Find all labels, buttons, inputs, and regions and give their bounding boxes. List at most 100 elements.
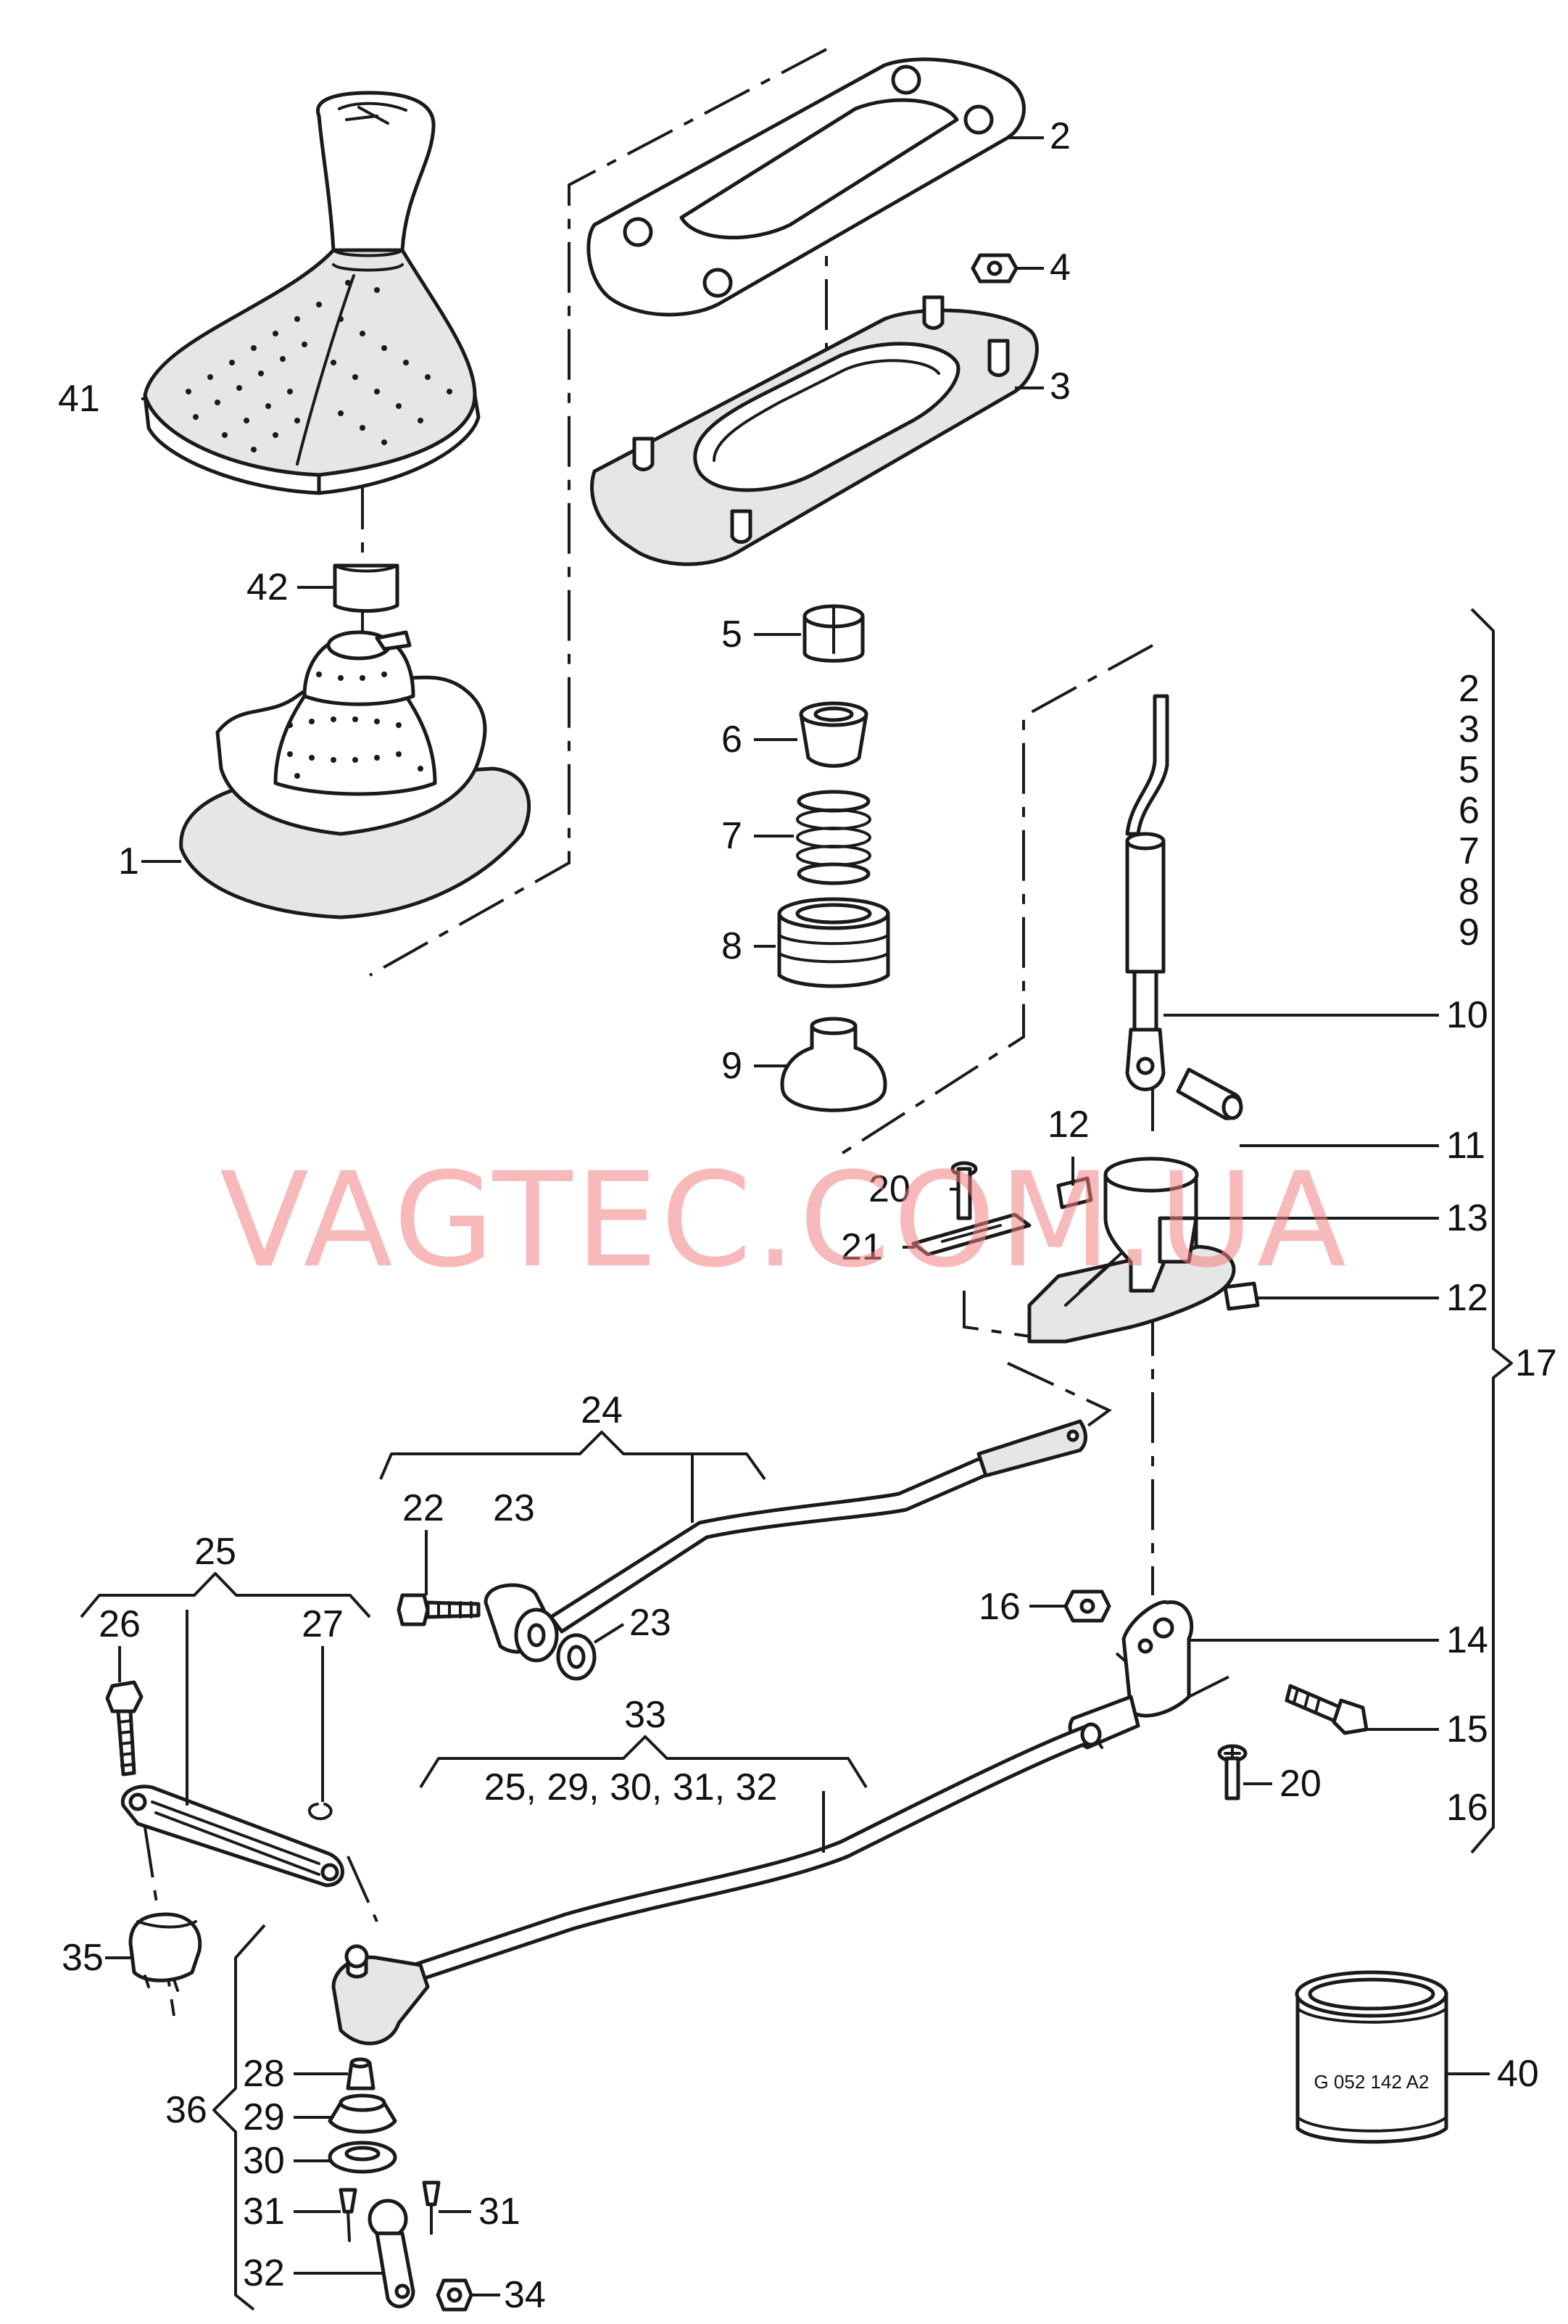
bushing-6 xyxy=(799,701,868,768)
label-21: 21 xyxy=(841,1226,883,1268)
gasket-2 xyxy=(586,57,1026,317)
shift-rod-24 xyxy=(549,1419,1087,1634)
seal-ring-8 xyxy=(777,897,890,988)
group-33-bracket xyxy=(419,1735,868,1789)
label-26: 26 xyxy=(99,1603,141,1645)
label-14: 14 xyxy=(1446,1619,1488,1661)
label-31-left: 31 xyxy=(243,2191,285,2233)
can-stamp: G 052 142 A2 xyxy=(1314,2071,1429,2093)
spring-7 xyxy=(796,790,871,885)
label-15: 15 xyxy=(1446,1708,1488,1750)
pin-31-left xyxy=(339,2188,357,2242)
group-17-item: 5 xyxy=(1459,749,1480,791)
label-10: 10 xyxy=(1446,994,1488,1036)
label-33: 33 xyxy=(624,1694,666,1736)
label-8: 8 xyxy=(721,925,742,967)
leader-lines xyxy=(105,136,1490,2296)
label-1: 1 xyxy=(118,840,139,882)
assembly-boundary-right xyxy=(832,644,1153,1160)
bolt-15 xyxy=(1285,1684,1369,1735)
screw-20-upper xyxy=(950,1161,978,1220)
label-35: 35 xyxy=(62,1937,104,1979)
shift-housing-13 xyxy=(1027,1157,1236,1344)
plate-21 xyxy=(911,1212,1032,1257)
screw-20-lower xyxy=(1217,1744,1248,1800)
label-28: 28 xyxy=(243,2053,285,2095)
label-41: 41 xyxy=(58,378,100,420)
group-17-item: 3 xyxy=(1459,708,1480,750)
washer-23 xyxy=(556,1633,597,1681)
label-24: 24 xyxy=(581,1389,623,1431)
label-22: 22 xyxy=(402,1487,444,1529)
label-2: 2 xyxy=(1050,115,1071,157)
label-17: 17 xyxy=(1515,1342,1557,1384)
label-12-lower: 12 xyxy=(1446,1277,1488,1319)
axis-link-rod xyxy=(1007,1362,1112,1459)
bush-28 xyxy=(346,2057,376,2091)
group-17-item: 8 xyxy=(1459,871,1480,913)
bracket-35 xyxy=(128,1912,202,1992)
label-20-upper: 20 xyxy=(868,1168,910,1210)
label-30: 30 xyxy=(243,2140,285,2182)
pin-31-right xyxy=(422,2180,441,2235)
group-17-item: 6 xyxy=(1459,790,1480,832)
label-29: 29 xyxy=(243,2096,285,2138)
assembly-boundary-left xyxy=(369,48,827,977)
group-25-bracket xyxy=(80,1572,371,1618)
clip-12-lower xyxy=(1223,1281,1260,1311)
clip-12-upper xyxy=(1056,1176,1093,1209)
callout-labels: 2 3 4 5 6 7 8 9 10 11 12 13 12 14 15 16 … xyxy=(58,115,1557,2316)
label-23: 23 xyxy=(629,1602,671,1644)
label-23-group: 23 xyxy=(493,1487,535,1529)
label-7: 7 xyxy=(721,815,742,857)
bolt-26 xyxy=(105,1680,144,1777)
rubber-bush-23 xyxy=(484,1583,559,1663)
label-16: 16 xyxy=(979,1586,1021,1628)
retaining-clip-42 xyxy=(333,563,399,613)
label-11: 11 xyxy=(1446,1125,1485,1167)
circlip-27 xyxy=(308,1803,333,1821)
ball-socket-9 xyxy=(780,1017,887,1112)
label-31-right: 31 xyxy=(478,2191,520,2233)
shift-knob-with-boot xyxy=(143,91,481,495)
group-17-contents: 2 3 5 6 7 8 9 xyxy=(1459,668,1480,954)
axis-lever-base xyxy=(347,1856,378,1922)
label-9: 9 xyxy=(721,1045,742,1087)
pin-11 xyxy=(1176,1067,1243,1120)
label-6: 6 xyxy=(721,719,742,761)
label-3: 3 xyxy=(1050,365,1071,408)
label-5: 5 xyxy=(721,613,742,656)
nut-4 xyxy=(971,253,1019,284)
bearing-29 xyxy=(328,2093,397,2134)
watermark: VAGTEC.COM.UA xyxy=(220,1145,1349,1297)
bolt-22 xyxy=(397,1593,481,1626)
group-17-item: 2 xyxy=(1459,668,1480,710)
nut-34 xyxy=(436,2278,473,2312)
label-40: 40 xyxy=(1497,2053,1539,2095)
group-17-brace xyxy=(1470,608,1513,1854)
gaiter-1 xyxy=(179,630,531,919)
relay-lever-25 xyxy=(120,1785,344,1887)
label-33-contents: 25, 29, 30, 31, 32 xyxy=(484,1766,778,1808)
label-42: 42 xyxy=(246,566,289,608)
selector-rod-33 xyxy=(331,1722,1102,2046)
group-17-item: 7 xyxy=(1459,830,1480,872)
label-20-lower: 20 xyxy=(1279,1763,1322,1805)
nut-16 xyxy=(1063,1589,1111,1623)
label-13: 13 xyxy=(1446,1197,1488,1239)
label-27: 27 xyxy=(302,1603,344,1645)
housing-plate-3 xyxy=(590,295,1039,566)
label-16-group: 16 xyxy=(1446,1787,1488,1829)
washer-30 xyxy=(328,2141,397,2174)
label-32: 32 xyxy=(243,2252,285,2294)
grease-can-40: G 052 142 A2 xyxy=(1295,1970,1448,2144)
label-25: 25 xyxy=(194,1531,236,1573)
label-12-upper: 12 xyxy=(1048,1104,1090,1146)
label-34: 34 xyxy=(504,2274,546,2316)
group-36-brace xyxy=(212,1924,266,2311)
label-4: 4 xyxy=(1050,247,1071,289)
label-36: 36 xyxy=(165,2089,207,2131)
sleeve-5 xyxy=(802,604,865,663)
selector-lever-32 xyxy=(368,2199,415,2309)
